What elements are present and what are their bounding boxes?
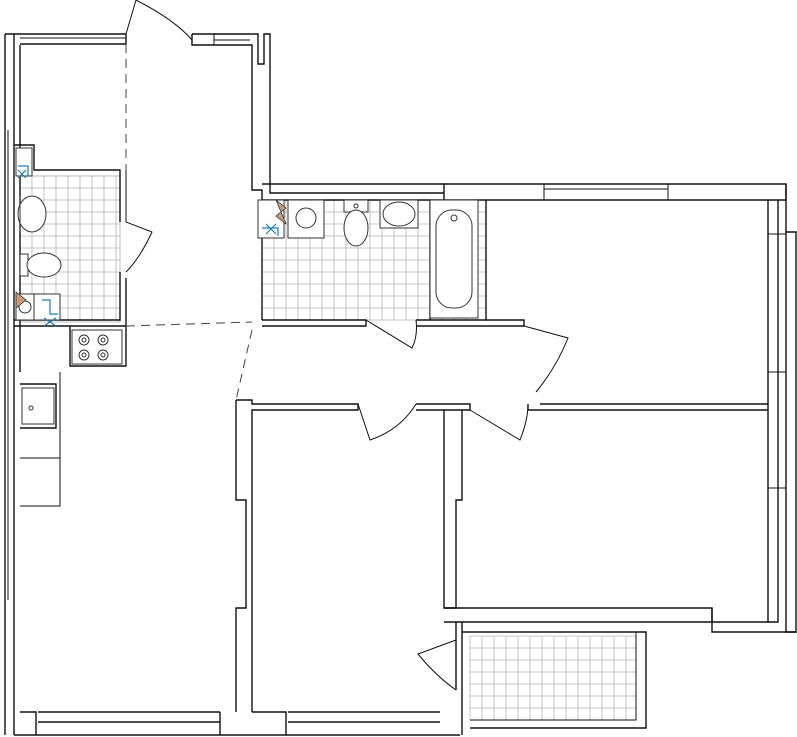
top-facade-mid	[262, 183, 445, 201]
tile-grid-loggia	[469, 635, 636, 721]
toilet-icon	[343, 199, 369, 247]
left-facade-wall	[4, 33, 15, 735]
sink-counter	[20, 383, 57, 429]
outer-walls	[4, 33, 797, 736]
sink-icon	[17, 195, 47, 233]
top-wall-right	[191, 33, 444, 194]
top-wall-left	[14, 33, 127, 45]
bedroom-large-bottom-wall	[444, 607, 713, 623]
right-facade	[785, 184, 797, 633]
bathroom-top-bottom-wall	[262, 319, 367, 327]
bedroom-middle-left-wall	[236, 399, 359, 712]
bottom-wall	[14, 711, 460, 736]
fridge-block	[20, 457, 61, 507]
bathroom-left-top-wall	[14, 144, 121, 222]
water-riser-icon	[257, 199, 287, 239]
washing-machine-icon	[15, 291, 61, 327]
bedroom-middle-door	[357, 403, 417, 441]
loggia-tiles	[469, 635, 636, 721]
loggia-railing	[470, 632, 637, 721]
entrance-door	[125, 0, 193, 41]
sink-icon	[379, 199, 419, 229]
bathtub-icon	[429, 199, 479, 319]
zone-lines	[125, 44, 253, 401]
entrance-side-window	[213, 34, 250, 45]
kitchen-sink-icon	[21, 387, 55, 425]
bathroom-top-door	[365, 319, 417, 349]
bedroom-top-right-door	[523, 325, 569, 393]
doors	[125, 0, 569, 691]
bedroom-middle-top-right	[416, 403, 471, 411]
sink-icon	[287, 199, 325, 239]
bathroom-left-fixtures	[15, 147, 62, 327]
kitchen-fixtures	[21, 329, 123, 425]
top-facade-right	[444, 183, 787, 201]
bathroom-top-fixtures	[257, 199, 479, 319]
bedroom-large-door	[469, 403, 529, 441]
water-riser-icon	[15, 147, 33, 179]
right-window-jambs	[768, 233, 786, 489]
bedroom-middle-column	[235, 400, 247, 712]
bedroom-dividing-wall	[443, 410, 463, 609]
hall-zone-line-diagonal	[235, 329, 253, 401]
kitchen-zone-line	[125, 321, 253, 327]
loggia-door	[417, 639, 457, 691]
right-inner-face	[767, 200, 779, 623]
interior-walls	[14, 144, 768, 735]
bathroom-left-door	[125, 221, 153, 273]
bottom-right-step	[711, 608, 796, 633]
loggia-walls	[455, 622, 647, 735]
top-right-window	[543, 184, 669, 200]
bedroom-top-right-bottom-wall	[486, 319, 768, 411]
stove-icon	[71, 329, 123, 365]
stove-counter	[69, 326, 127, 367]
hall-right-wall	[251, 60, 263, 320]
toilet-icon	[19, 252, 62, 278]
